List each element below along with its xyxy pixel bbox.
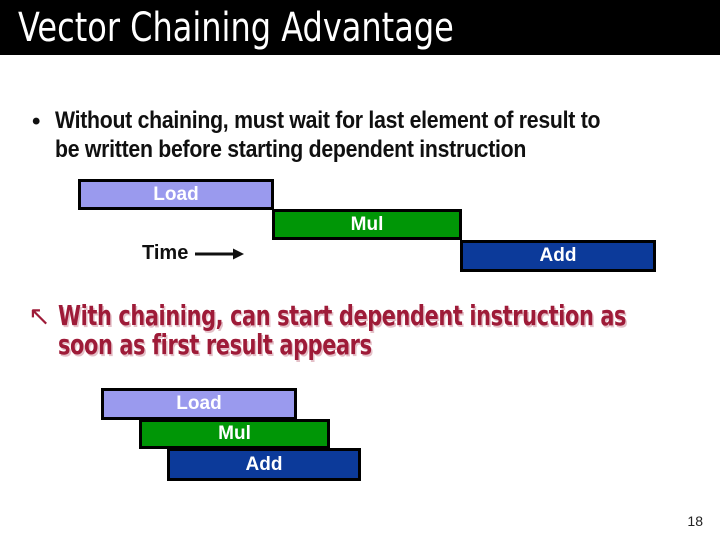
with-chaining-add-bar: Add — [167, 448, 361, 481]
load-bar-label: Load — [176, 393, 222, 414]
bullet2-line1: With chaining, can start dependent instr… — [58, 299, 627, 332]
bullet1-text: Without chaining, must wait for last ele… — [55, 106, 600, 164]
bullet1-line1: Without chaining, must wait for last ele… — [55, 107, 601, 134]
bullet2-line2: soon as first result appears — [58, 328, 372, 361]
with-chaining-load-bar: Load — [101, 388, 297, 420]
mul-bar-label: Mul — [218, 423, 251, 444]
bullet2-arrow-marker: ↖ — [28, 301, 51, 332]
bullet1-line2: be written before starting dependent ins… — [55, 136, 527, 163]
time-arrow-icon — [195, 248, 245, 259]
page-title: Vector Chaining Advantage — [18, 4, 454, 51]
without-chaining-load-bar: Load — [78, 179, 274, 210]
load-bar-label: Load — [153, 183, 199, 205]
bullet2-text: With chaining, can start dependent instr… — [58, 301, 626, 359]
mul-bar-label: Mul — [350, 213, 384, 235]
time-axis: Time — [142, 242, 245, 265]
time-label: Time — [142, 242, 189, 264]
bullet1-marker: • — [32, 108, 41, 135]
add-bar-label: Add — [539, 245, 577, 266]
add-bar-label: Add — [245, 453, 283, 475]
page-number: 18 — [687, 513, 703, 529]
without-chaining-add-bar: Add — [460, 240, 656, 272]
with-chaining-mul-bar: Mul — [139, 419, 330, 449]
title-bar: Vector Chaining Advantage — [0, 0, 720, 55]
without-chaining-mul-bar: Mul — [272, 209, 462, 240]
